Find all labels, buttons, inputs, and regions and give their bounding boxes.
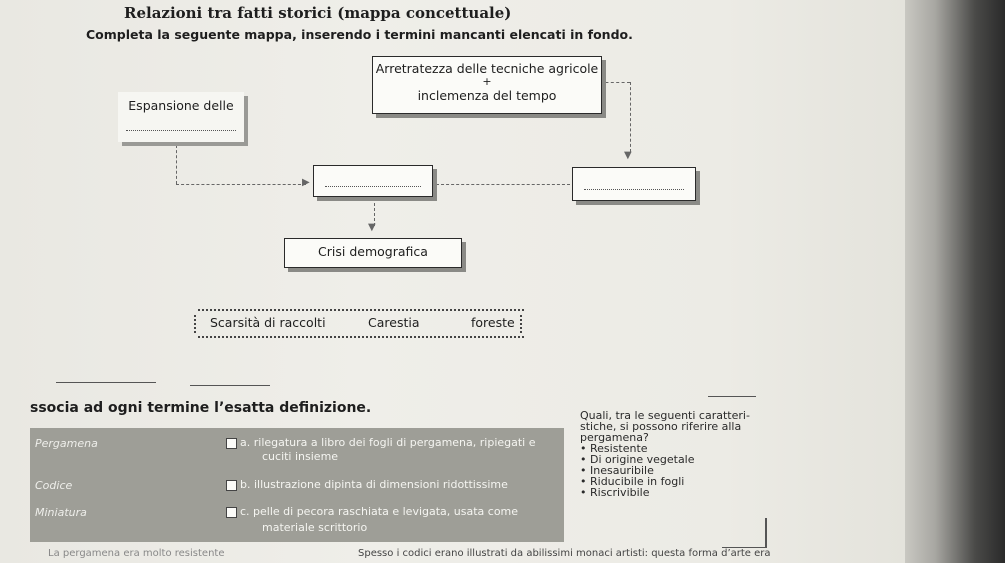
blank-line[interactable] — [126, 129, 236, 131]
blank-box-2[interactable] — [572, 167, 696, 201]
definition-text: b. illustrazione dipinta di dimensioni r… — [240, 478, 508, 491]
concept-box-crisi: Crisi demografica — [284, 238, 462, 268]
plus-sign: + — [482, 75, 492, 88]
question-line: Quali, tra le seguenti caratteri- — [580, 409, 750, 422]
definition-text-cont: cuciti insieme — [262, 450, 339, 463]
word-bank-item: Carestia — [368, 315, 420, 330]
bullet-label: Di origine vegetale — [590, 453, 695, 466]
bottom-text-left: La pergamena era molto resistente — [48, 548, 225, 559]
bullet-icon: • — [580, 442, 590, 455]
term-label: Codice — [35, 479, 73, 492]
bullet-label: Riscrivibile — [590, 486, 650, 499]
bullet-item[interactable]: • Di origine vegetale — [580, 454, 750, 465]
table-row: Codice b. illustrazione dipinta di dimen… — [30, 476, 560, 498]
definition-text-cont: materiale scrittorio — [262, 521, 368, 534]
background-edge — [905, 0, 1005, 563]
connector-line — [630, 82, 631, 152]
connector-line — [374, 198, 375, 226]
word-bank: Scarsità di raccolti Carestia foreste — [194, 309, 524, 338]
concept-box-main: Arretratezza delle tecniche agricole + i… — [372, 56, 602, 114]
bottom-text-right: Spesso i codici erano illustrati da abil… — [358, 548, 771, 559]
connector-line — [436, 184, 570, 185]
bullet-item[interactable]: • Resistente — [580, 443, 750, 454]
blank-line[interactable] — [325, 185, 421, 187]
espansione-label: Espansione delle — [128, 98, 234, 113]
connector-line — [176, 145, 177, 184]
definition-text: a. rilegatura a libro dei fogli di perga… — [240, 436, 536, 449]
main-line-1: Arretratezza delle tecniche agricole — [375, 61, 599, 76]
divider — [708, 396, 756, 397]
divider — [56, 382, 156, 383]
word-bank-item: foreste — [471, 315, 515, 330]
worksheet-page: Relazioni tra fatti storici (mappa conce… — [0, 0, 905, 563]
word-bank-border — [520, 315, 522, 333]
divider — [722, 547, 767, 548]
instruction: Completa la seguente mappa, inserendo i … — [86, 27, 633, 42]
arrow-right-icon: ▶ — [302, 177, 310, 188]
connector-line — [176, 184, 306, 185]
question-line: pergamena? — [580, 431, 649, 444]
blank-line[interactable] — [584, 188, 684, 190]
term-label: Miniatura — [35, 506, 87, 519]
bullet-label: Resistente — [590, 442, 648, 455]
answer-checkbox[interactable] — [226, 507, 237, 518]
side-question: Quali, tra le seguenti caratteri- stiche… — [580, 410, 750, 498]
bullet-item[interactable]: • Riducibile in fogli — [580, 476, 750, 487]
concept-box-espansione: Espansione delle — [118, 92, 244, 142]
divider — [765, 518, 767, 548]
table-row: Pergamena a. rilegatura a libro dei fogl… — [30, 434, 560, 463]
blank-box-1[interactable] — [313, 165, 433, 197]
bullet-icon: • — [580, 464, 590, 477]
bullet-icon: • — [580, 475, 590, 488]
answer-checkbox[interactable] — [226, 480, 237, 491]
bullet-item[interactable]: • Inesauribile — [580, 465, 750, 476]
definitions-table — [30, 428, 564, 542]
term-label: Pergamena — [35, 437, 98, 450]
bullet-icon: • — [580, 453, 590, 466]
table-row: Miniatura c. pelle di pecora raschiata e… — [30, 503, 560, 534]
arrow-down-icon: ▼ — [624, 150, 632, 161]
definition-text: c. pelle di pecora raschiata e levigata,… — [240, 505, 519, 518]
arrow-down-icon: ▼ — [368, 222, 376, 233]
bullet-item[interactable]: • Riscrivibile — [580, 487, 750, 498]
question-line: stiche, si possono riferire alla — [580, 420, 742, 433]
main-line-2: inclemenza del tempo — [417, 88, 557, 103]
bullet-label: Riducibile in fogli — [590, 475, 685, 488]
bullet-icon: • — [580, 486, 590, 499]
answer-checkbox[interactable] — [226, 438, 237, 449]
page-title: Relazioni tra fatti storici (mappa conce… — [124, 4, 512, 22]
divider — [190, 385, 270, 386]
word-bank-item: Scarsità di raccolti — [210, 315, 326, 330]
word-bank-border — [194, 315, 196, 333]
connector-line — [600, 82, 630, 83]
bullet-label: Inesauribile — [590, 464, 654, 477]
section-title: ssocia ad ogni termine l’esatta definizi… — [30, 400, 372, 416]
